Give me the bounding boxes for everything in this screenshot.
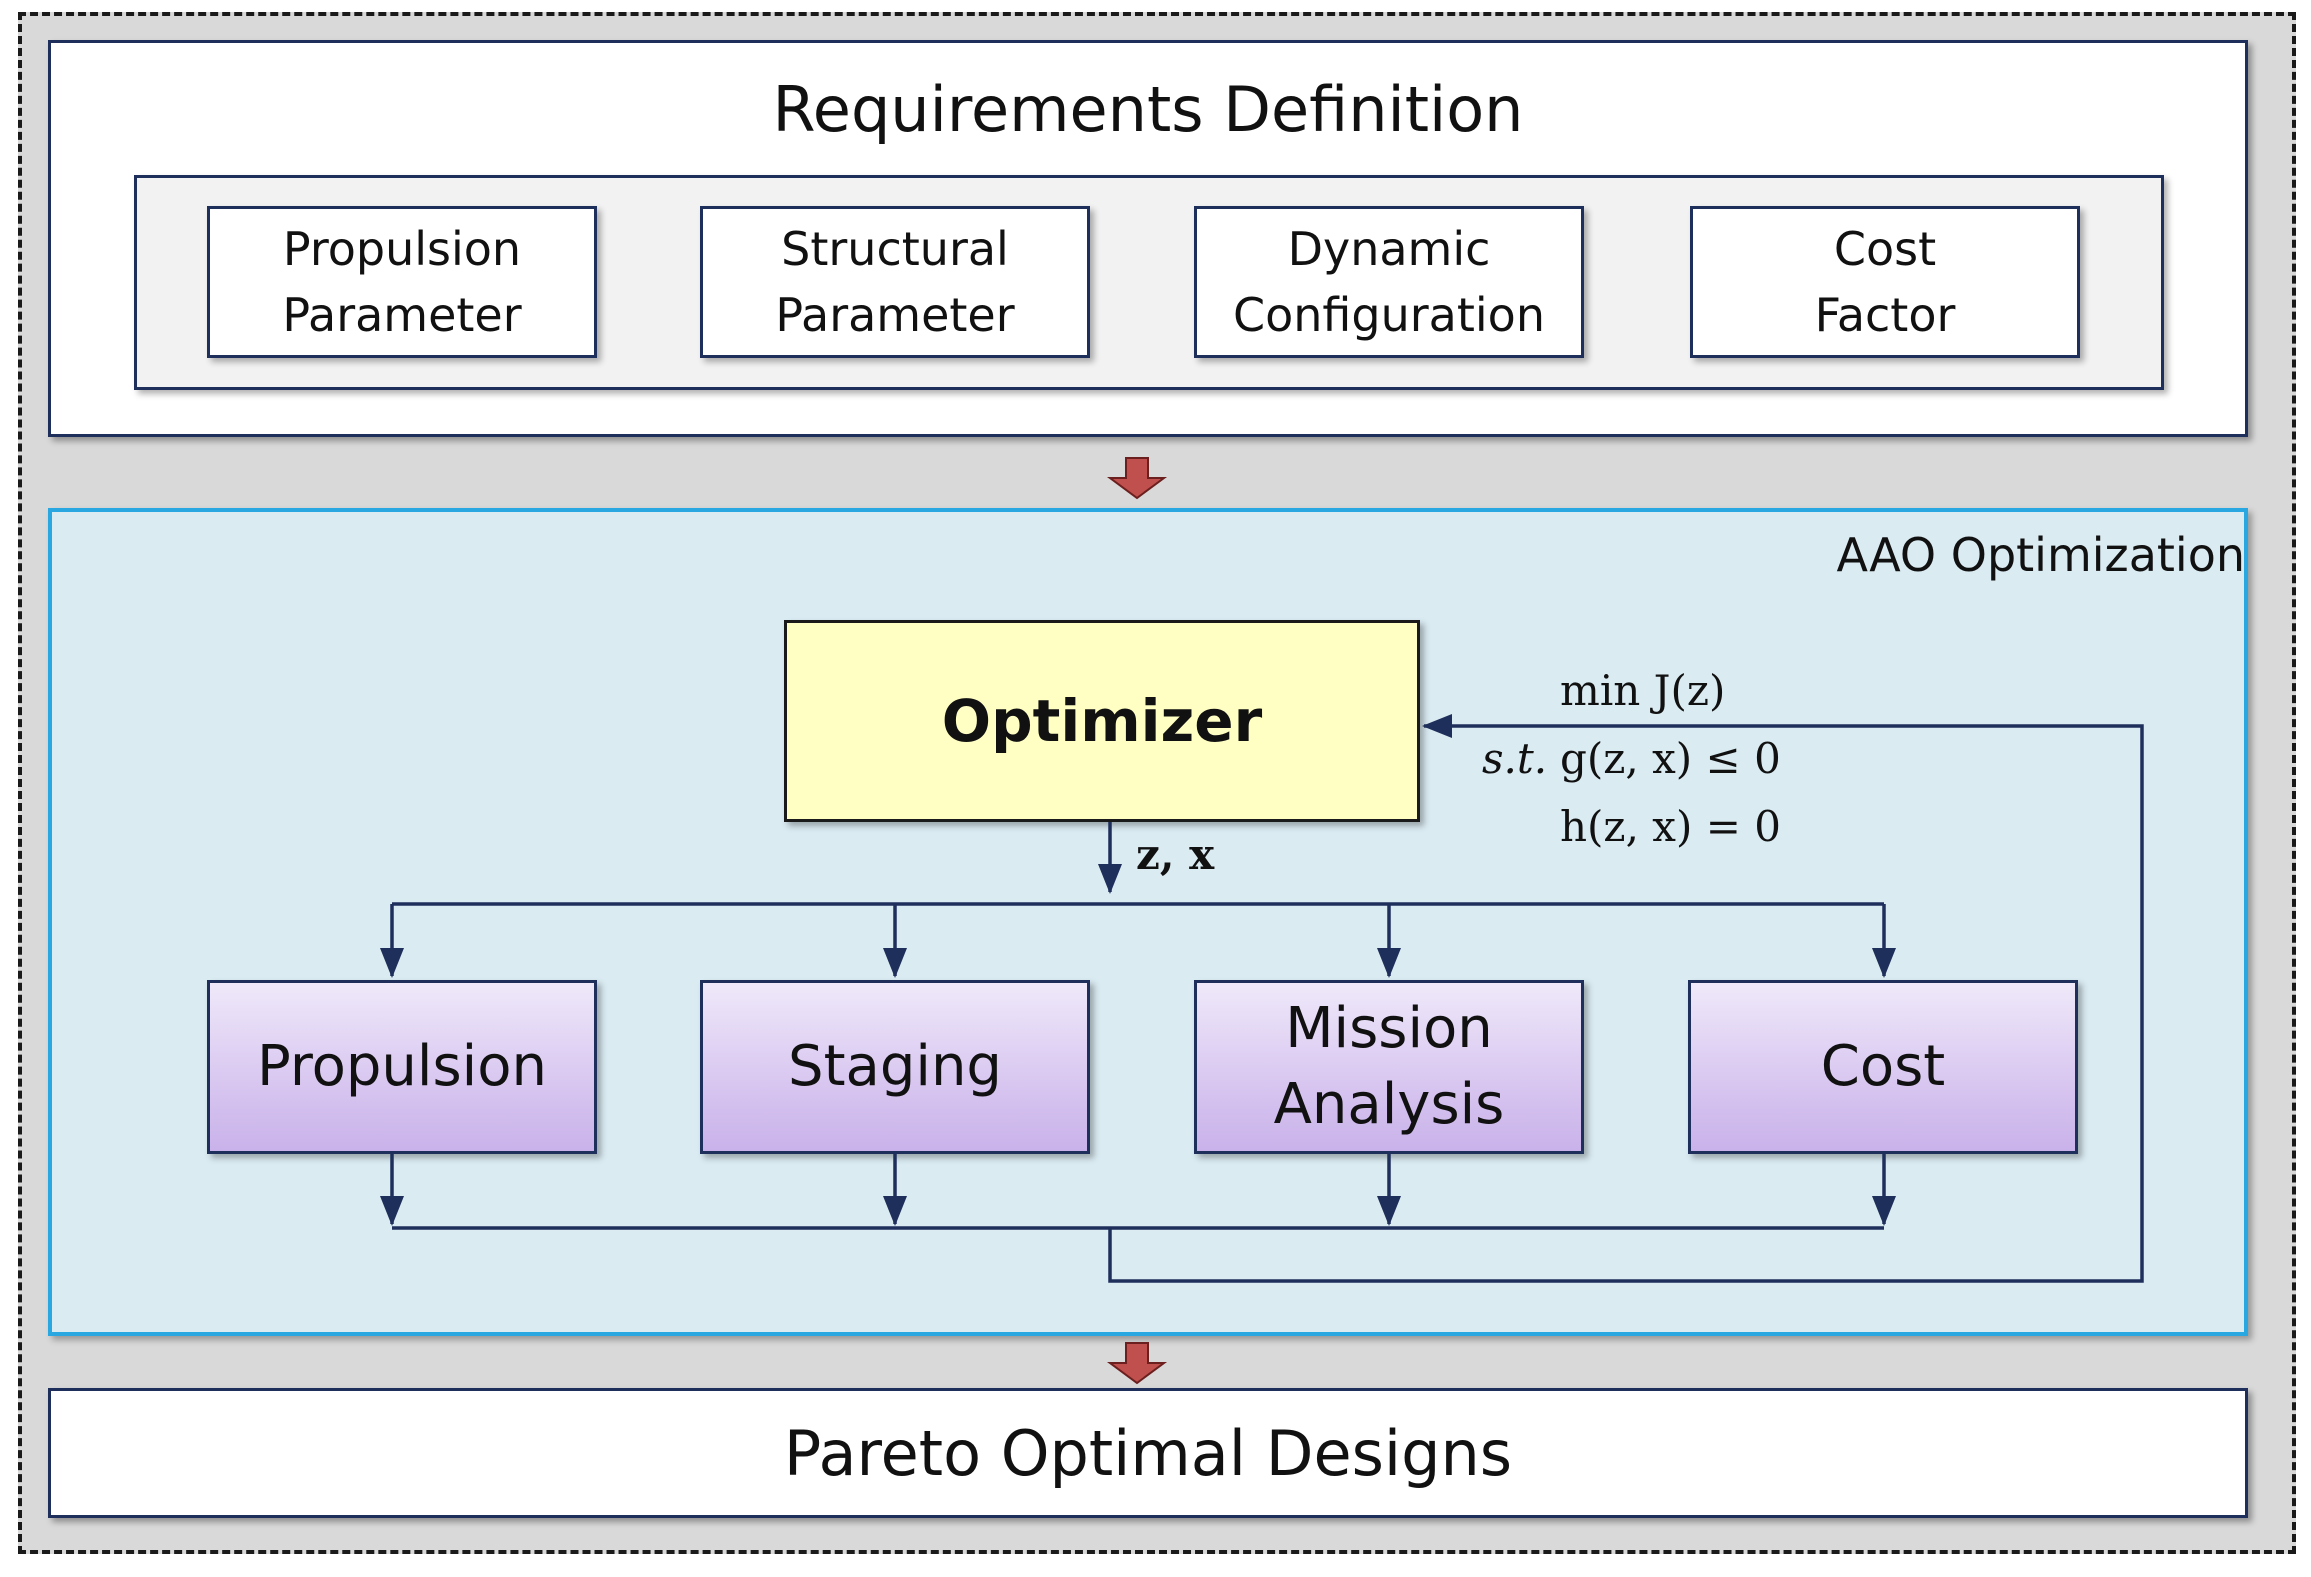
discipline-mission-analysis: Mission Analysis [1194,980,1584,1154]
discipline-label-line1: Propulsion [257,1034,547,1099]
requirement-label-line2: Configuration [1233,288,1545,342]
requirement-label-line2: Parameter [282,288,522,342]
requirement-label-line1: Dynamic [1287,222,1491,276]
objective-text: min J(z) [1560,666,1726,715]
constraint-prefix: s.t. [1482,734,1547,783]
inequality-constraint-text: g(z, x) ≤ 0 [1560,734,1781,783]
stage-arrow-aao-to-pareto [1106,1342,1168,1385]
discipline-label-line1: Mission [1285,996,1493,1061]
requirement-propulsion-parameter: Propulsion Parameter [207,206,597,358]
feedback-loop-arrow [1108,714,2144,1283]
requirement-label-line1: Cost [1833,222,1937,276]
stage-arrow-requirements-to-aao [1106,457,1168,500]
requirement-structural-parameter: Structural Parameter [700,206,1090,358]
discipline-cost: Cost [1688,980,2078,1154]
design-variables-text: z, x [1136,830,1215,879]
discipline-label-line2: Analysis [1273,1072,1505,1137]
aao-optimization-label: AAO Optimization [1836,528,2246,582]
requirement-label-line2: Parameter [775,288,1015,342]
equality-constraint: h(z, x) = 0 [1560,802,1781,851]
equality-constraint-text: h(z, x) = 0 [1560,802,1781,851]
inequality-constraint: g(z, x) ≤ 0 [1560,734,1781,783]
optimizer-label: Optimizer [941,687,1263,755]
pareto-panel: Pareto Optimal Designs [48,1388,2248,1518]
requirement-label-line1: Structural [781,222,1009,276]
requirement-label-line1: Propulsion [282,222,522,276]
requirement-label-line2: Factor [1814,288,1956,342]
objective-label: min J(z) [1560,666,1725,715]
constraint-prefix-text: s.t. [1482,734,1548,783]
optimizer-box: Optimizer [784,620,1420,822]
discipline-label-line1: Cost [1820,1034,1946,1099]
pareto-title: Pareto Optimal Designs [783,1417,1513,1490]
design-variables-label: z, x [1136,830,1214,879]
requirements-title: Requirements Definition [772,73,1524,146]
discipline-staging: Staging [700,980,1090,1154]
requirement-cost-factor: Cost Factor [1690,206,2080,358]
discipline-propulsion: Propulsion [207,980,597,1154]
discipline-label-line1: Staging [788,1034,1002,1099]
requirement-dynamic-configuration: Dynamic Configuration [1194,206,1584,358]
